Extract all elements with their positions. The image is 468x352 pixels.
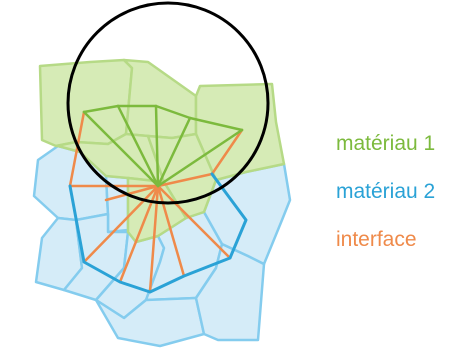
legend-material-1: matériau 1 — [336, 132, 436, 155]
material-1-edges — [82, 104, 244, 188]
interface-edge — [104, 184, 160, 202]
material-1-edge — [82, 110, 160, 188]
material-1-edge — [156, 128, 244, 188]
interface-edges — [68, 110, 244, 294]
legend-material-2: matériau 2 — [336, 180, 436, 203]
material-1-edge — [82, 104, 120, 114]
material-1-edge — [188, 116, 244, 132]
interface-edge — [156, 184, 232, 260]
material-1-cells — [38, 58, 286, 244]
material-1-edge — [154, 104, 160, 188]
material-1-cell — [38, 58, 134, 148]
material-2-cells — [32, 144, 292, 348]
interface-edge — [82, 184, 160, 264]
material-1-edge — [116, 104, 160, 188]
material-1-edge — [154, 104, 192, 120]
interface-edge — [210, 128, 244, 176]
neighborhood-circle — [66, 1, 270, 205]
material-2-edges — [68, 172, 248, 294]
material-2-boundary-path — [68, 172, 248, 294]
interface-edge — [156, 184, 186, 278]
interface-edge — [68, 110, 86, 188]
interface-edge — [156, 172, 214, 188]
legend-interface: interface — [336, 228, 417, 251]
material-1-edge — [156, 116, 192, 188]
